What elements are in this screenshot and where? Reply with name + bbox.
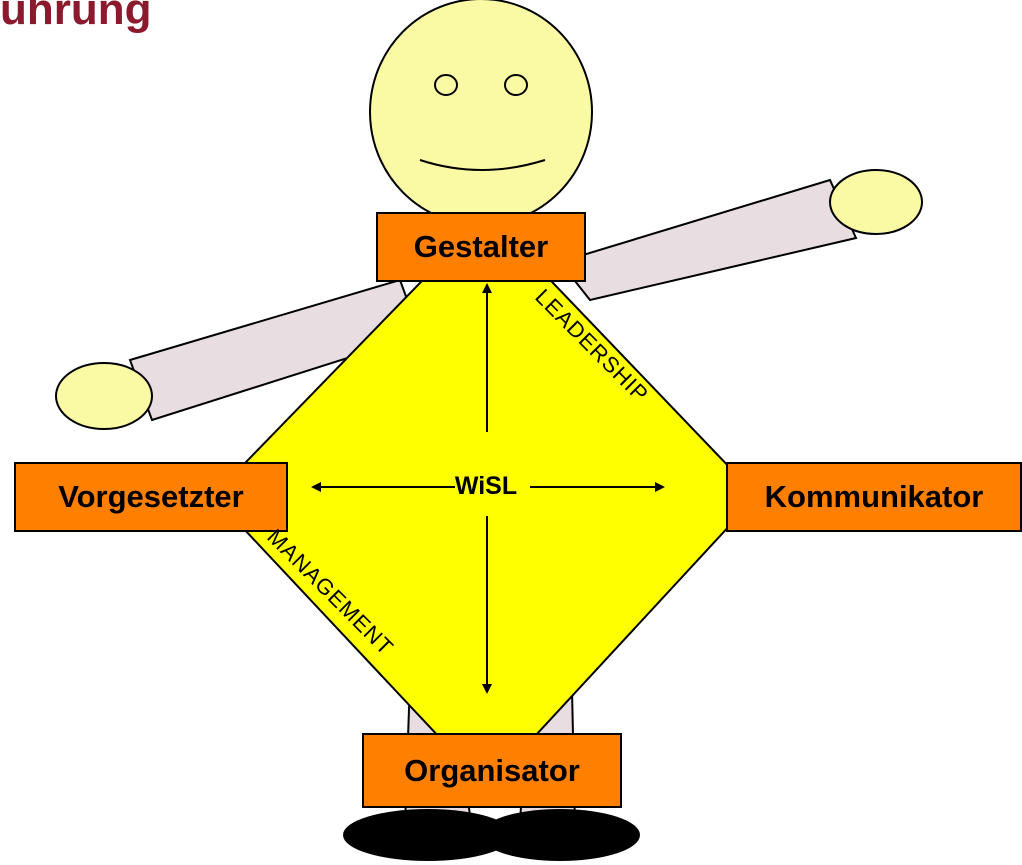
role-box-vorgesetzter: Vorgesetzter xyxy=(14,462,288,532)
center-label: WiSL xyxy=(454,472,518,500)
right-hand xyxy=(829,169,923,235)
role-box-gestalter: Gestalter xyxy=(376,212,586,282)
head xyxy=(369,0,593,226)
role-box-kommunikator: Kommunikator xyxy=(726,462,1022,532)
left-eye-icon xyxy=(434,74,458,96)
body-diamond xyxy=(211,212,759,790)
left-hand xyxy=(55,362,153,430)
role-box-organisator: Organisator xyxy=(362,733,622,808)
right-shoe xyxy=(480,809,640,861)
smile-icon xyxy=(419,159,546,171)
slide-title: ührung xyxy=(0,0,152,34)
right-arm xyxy=(558,178,858,302)
right-eye-icon xyxy=(504,74,528,96)
left-shoe xyxy=(343,809,513,861)
